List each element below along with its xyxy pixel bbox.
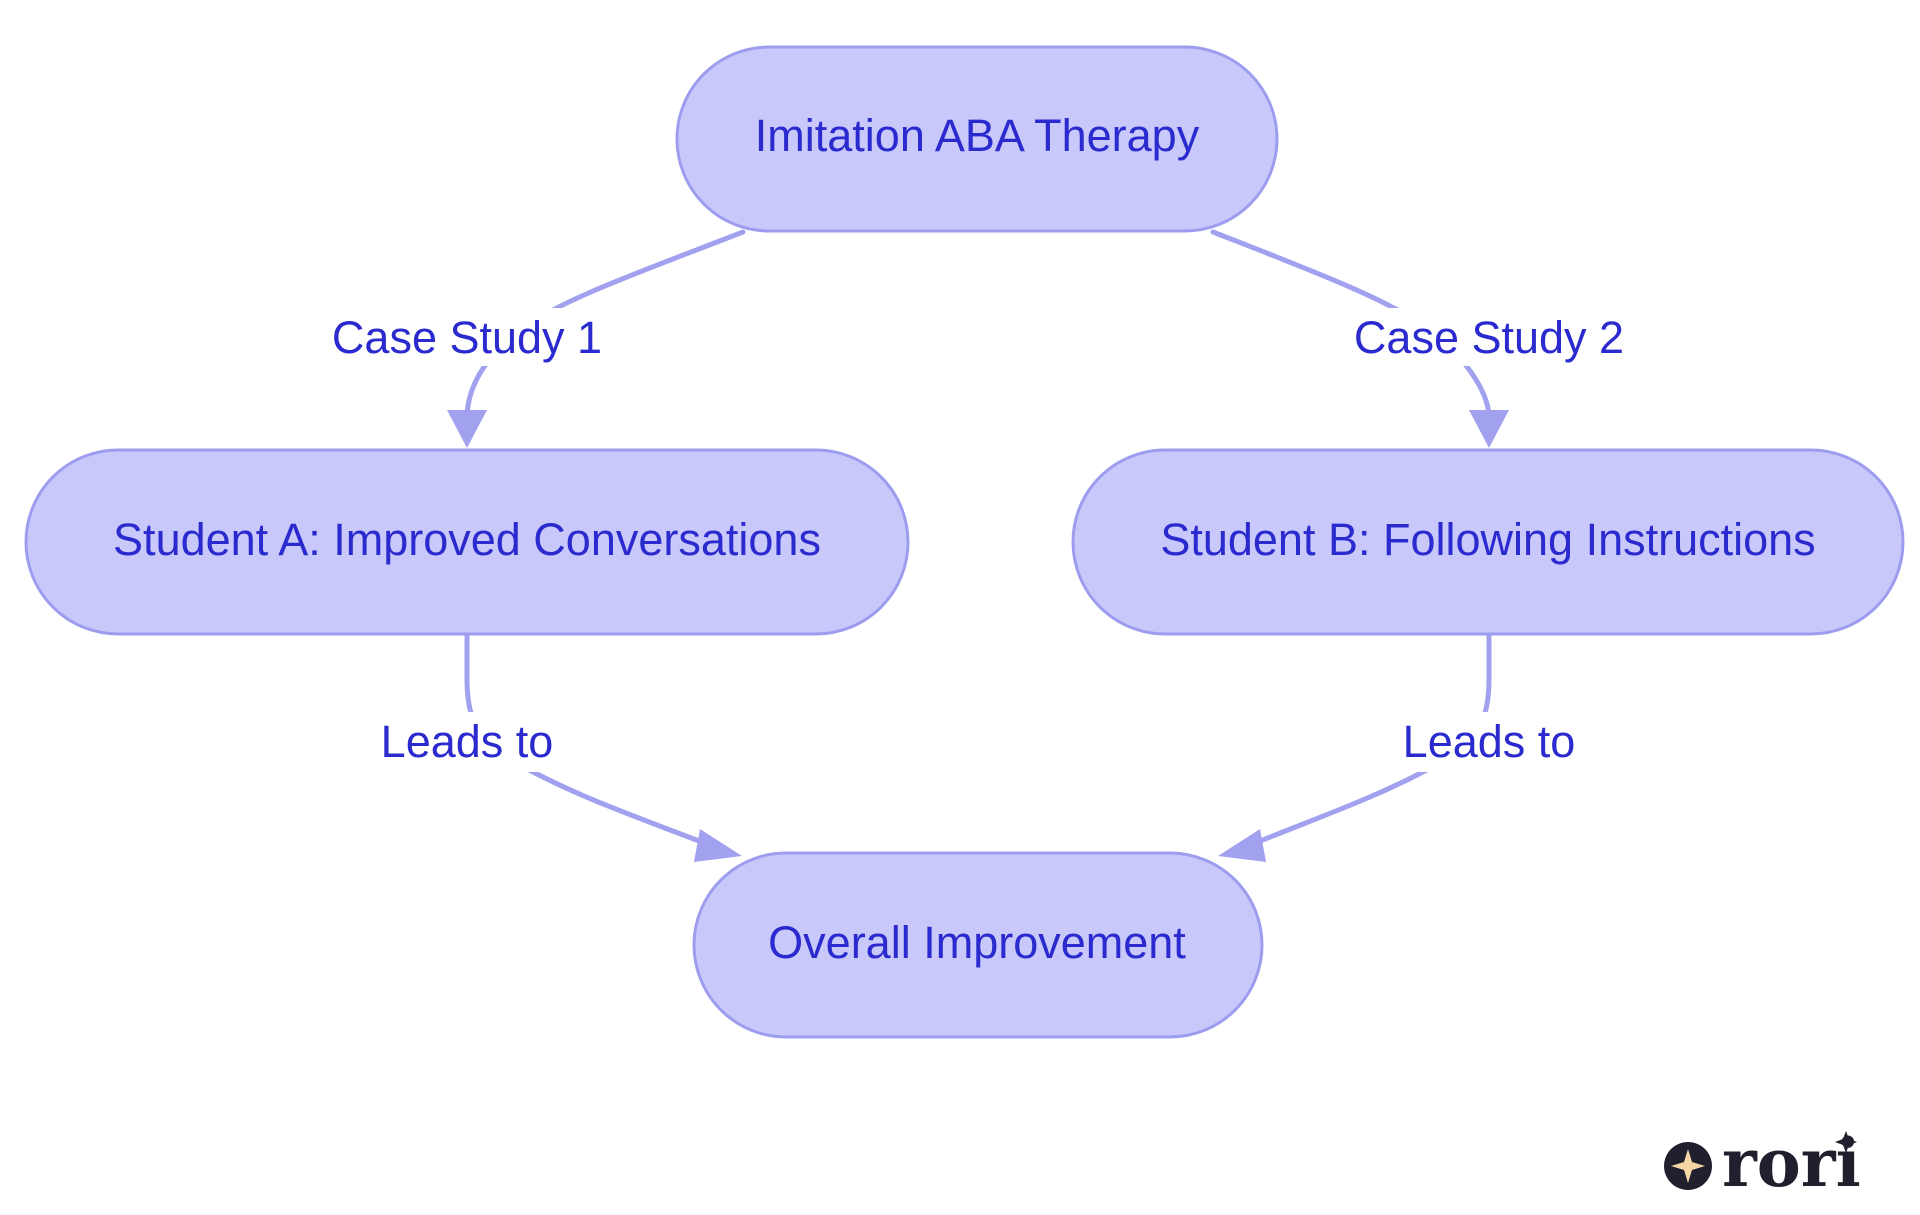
edge-label-bg-case2 [1345,308,1633,366]
edge-label-bg-case1 [326,308,608,366]
sparkle-icon [1671,1149,1705,1183]
edge-label-bg-leads-b [1392,712,1586,772]
logo-wordmark: rori [1722,1124,1861,1202]
node-overall-improvement: Overall Improvement [692,851,1264,1039]
node-label-student-a: Student A: Improved Conversations [113,514,821,565]
node-label-student-b: Student B: Following Instructions [1160,514,1815,565]
brand-logo: rori [1664,1124,1861,1202]
edge-label-bg-leads-a [370,712,564,772]
edge-label-case-study-1: Case Study 1 [332,312,602,363]
node-student-a: Student A: Improved Conversations [24,448,910,636]
node-label-therapy: Imitation ABA Therapy [755,110,1200,161]
logo-sparkle-small-icon [1835,1131,1857,1153]
arrowhead-overall-left [694,829,742,862]
arrowhead-student-a [447,410,487,448]
arrowhead-overall-right [1218,829,1266,862]
edge-label-case-study-2: Case Study 2 [1354,312,1624,363]
node-label-overall: Overall Improvement [768,917,1186,968]
arrowhead-student-b [1469,410,1509,448]
edge-label-leads-to-a: Leads to [381,716,554,767]
edge-label-leads-to-b: Leads to [1403,716,1576,767]
node-student-b: Student B: Following Instructions [1071,448,1905,636]
node-imitation-aba-therapy: Imitation ABA Therapy [675,45,1279,233]
